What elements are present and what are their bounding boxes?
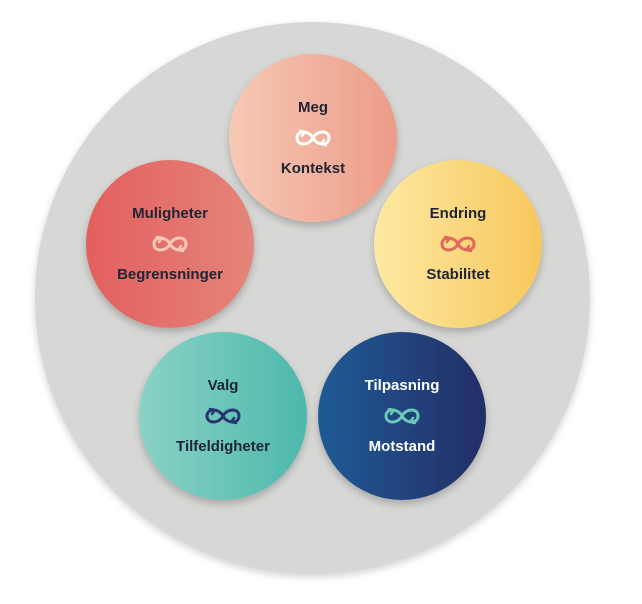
infinity-loop-icon (295, 129, 331, 146)
bubble-muligheter-begrensninger: Muligheter Begrensninger (86, 160, 254, 328)
bubble-top-label: Endring (429, 204, 487, 222)
bubble-bottom-label: Stabilitet (426, 265, 490, 283)
bubble-bottom-label: Tilfeldigheter (176, 437, 270, 455)
bubble-bottom-label: Begrensninger (117, 265, 223, 283)
bubble-endring-stabilitet: Endring Stabilitet (374, 160, 542, 328)
bubble-tilpasning-motstand: Tilpasning Motstand (318, 332, 486, 500)
bubble-valg-tilfeldigheter: Valg Tilfeldigheter (139, 332, 307, 500)
infinity-loop-icon (152, 235, 188, 252)
bubble-top-label: Meg (298, 98, 328, 116)
bubble-bottom-label: Kontekst (280, 159, 346, 177)
infinity-loop-icon (384, 407, 420, 424)
bubble-meg-kontekst: Meg Kontekst (229, 54, 397, 222)
infinity-loop-icon (440, 235, 476, 252)
infinity-loop-icon (205, 407, 241, 424)
bubble-bottom-label: Motstand (368, 437, 436, 455)
bubble-top-label: Muligheter (132, 204, 208, 222)
bubble-top-label: Valg (207, 376, 239, 394)
bubble-top-label: Tilpasning (364, 376, 440, 394)
